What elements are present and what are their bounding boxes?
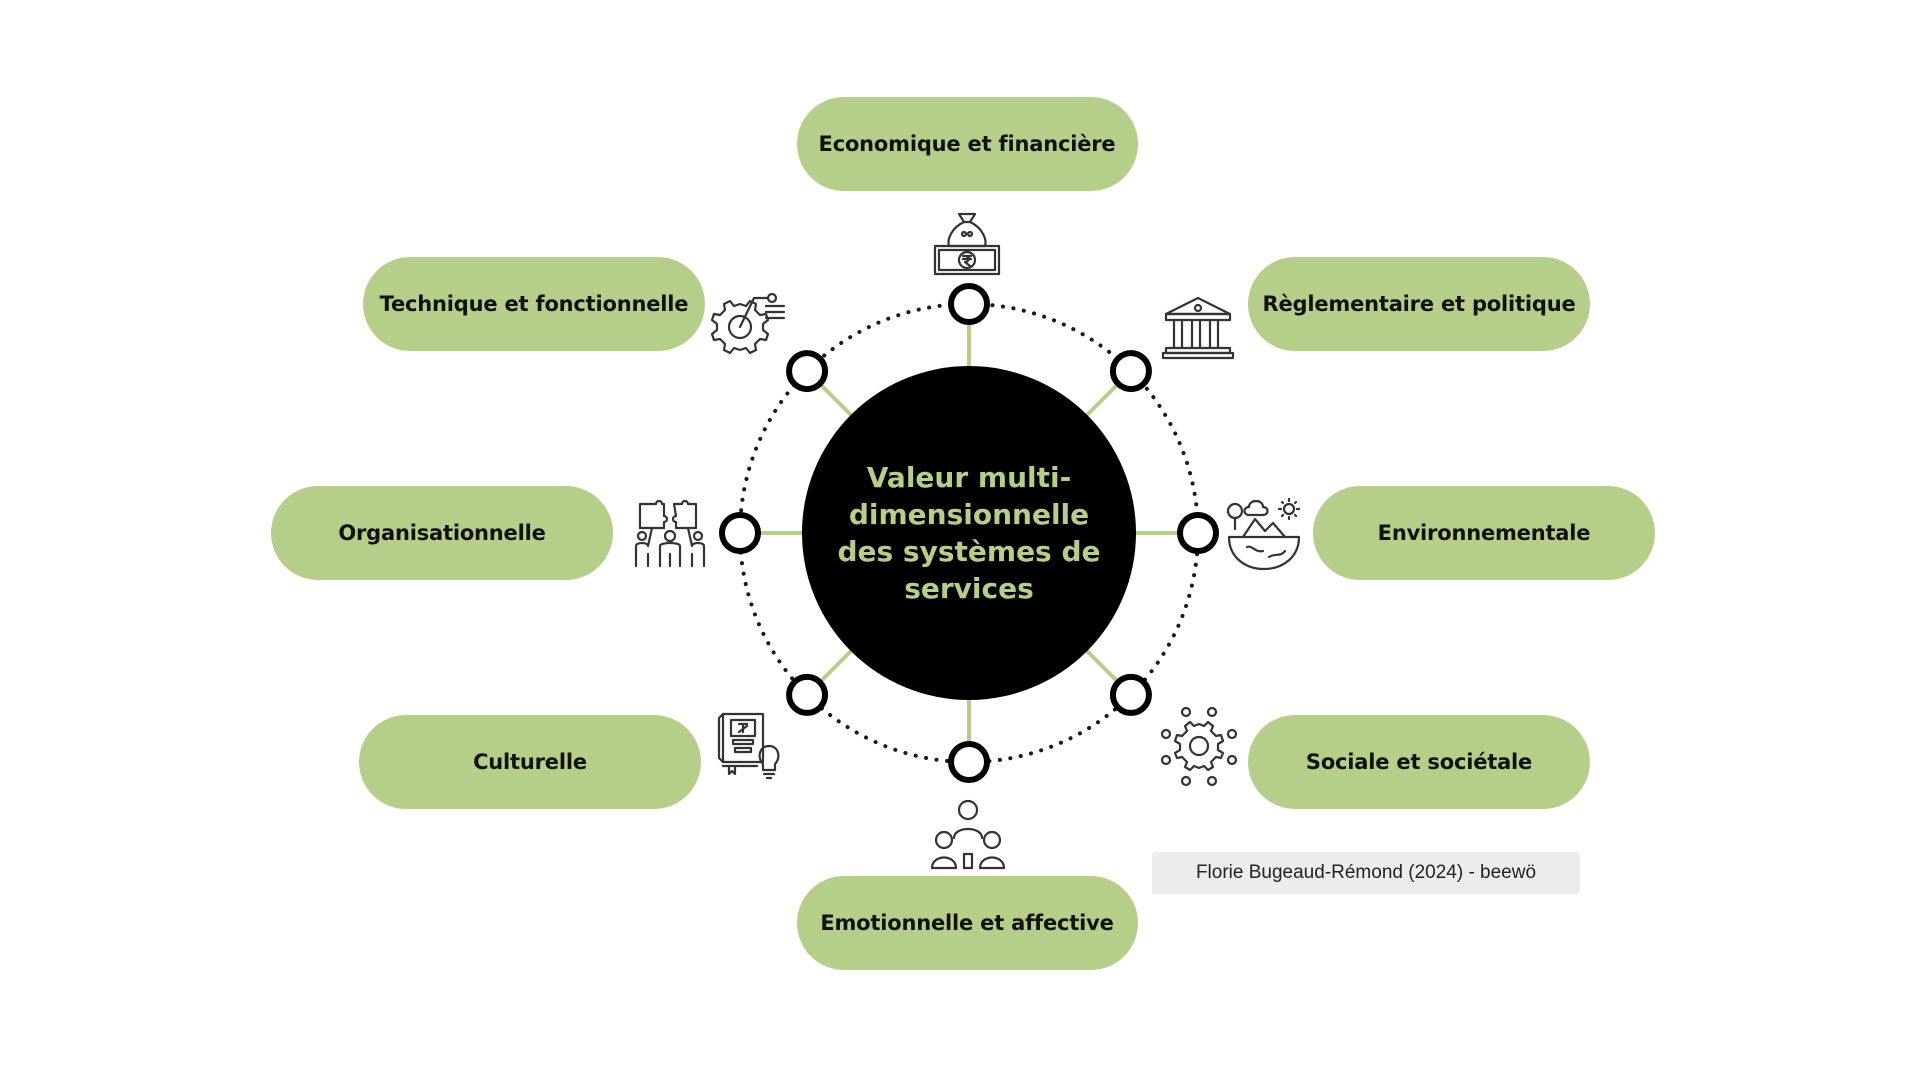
earth-nature-icon <box>1225 495 1303 571</box>
pill-emotionnelle: Emotionnelle et affective <box>796 876 1138 970</box>
pill-label: Economique et financière <box>818 132 1116 156</box>
book-lightbulb-icon <box>717 712 785 780</box>
ring-node-economique <box>948 283 990 325</box>
ring-node-sociale <box>1109 673 1152 716</box>
center-title-line: des systèmes de <box>837 535 1101 568</box>
ring-node-emotionnelle <box>948 741 990 783</box>
center-title-line: services <box>904 572 1034 605</box>
government-building-icon <box>1161 294 1235 360</box>
pill-culturelle: Culturelle <box>359 715 701 809</box>
center-circle <box>802 366 1136 700</box>
gear-settings-icon <box>710 290 786 360</box>
pill-label: Règlementaire et politique <box>1262 292 1576 316</box>
pill-label: Culturelle <box>473 750 587 774</box>
pill-label: Technique et fonctionnelle <box>379 292 689 316</box>
ring-node-environnementale <box>1177 512 1219 554</box>
center-title: Valeur multi- dimensionnelle des système… <box>819 433 1119 633</box>
ring-node-culturelle <box>786 673 829 716</box>
people-network-gear-icon <box>1160 706 1238 787</box>
teamwork-puzzle-icon <box>634 498 706 568</box>
ring-node-technique <box>786 350 829 393</box>
pill-label: Organisationnelle <box>338 521 546 545</box>
pill-economique: Economique et financière <box>796 97 1138 191</box>
pill-label: Emotionnelle et affective <box>820 911 1114 935</box>
center-title-line: dimensionnelle <box>848 498 1090 531</box>
pill-reglementaire: Règlementaire et politique <box>1248 257 1590 351</box>
people-connection-icon <box>930 798 1006 872</box>
ring-node-organisationnelle <box>719 512 761 554</box>
pill-organisationnelle: Organisationnelle <box>271 486 613 580</box>
pill-environnementale: Environnementale <box>1313 486 1655 580</box>
money-bag-banknote-icon <box>933 210 1001 276</box>
pill-technique: Technique et fonctionnelle <box>363 257 705 351</box>
pill-label: Environnementale <box>1377 521 1591 545</box>
credit-text: Florie Bugeaud-Rémond (2024) - beewö <box>1195 862 1537 883</box>
center-title-line: Valeur multi- <box>866 461 1072 494</box>
ring-node-reglementaire <box>1109 350 1152 393</box>
pill-sociale: Sociale et sociétale <box>1248 715 1590 809</box>
credit-label: Florie Bugeaud-Rémond (2024) - beewö <box>1152 852 1580 894</box>
pill-label: Sociale et sociétale <box>1305 750 1533 774</box>
